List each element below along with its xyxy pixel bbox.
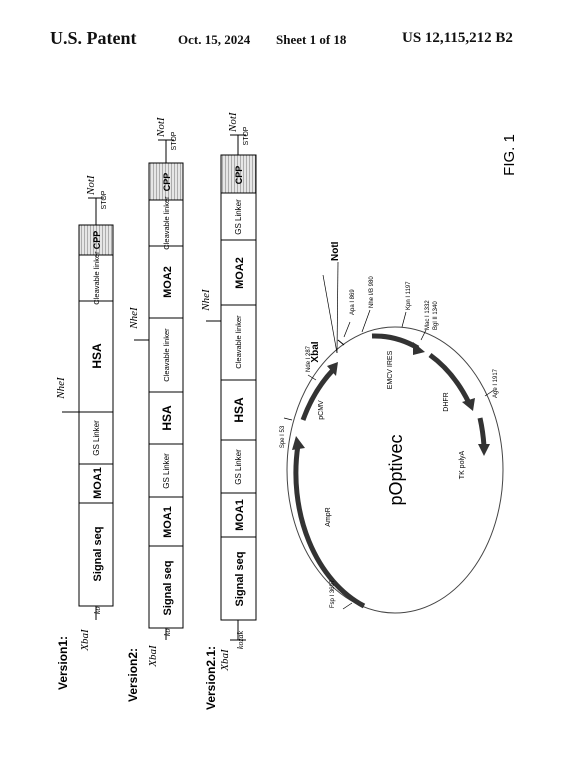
stop-v2-1: STOP [243,126,250,145]
cleavable-linker-v2b: Cleavable linker [162,196,171,250]
xbai-site-v2-1: XbaI [219,648,231,672]
mac-site: Mac I 1332 [425,300,431,330]
plasmid-circle [286,326,504,614]
noti-site-plasmid: NotI [330,241,341,261]
tkpolya-arrowhead [478,444,490,456]
signal-seq-v2-1: Signal seq [234,551,246,606]
nhei-site-v1: NheI [55,376,67,400]
figure-label: FIG. 1 [501,134,518,176]
gs-linker-v2-1b: GS Linker [234,199,243,235]
noti-site-v1: NotI [85,174,97,196]
tkpolya-arrow [477,417,487,447]
gs-linker-v2-1a: GS Linker [234,449,243,485]
stop-v1: STOP [101,190,108,209]
tkpolya-label: TK polyA [459,450,466,479]
nhe-site: Nhe I/B 980 [369,276,375,308]
ampr-arrow [293,444,366,609]
ampr-label: AmpR [325,507,332,526]
nhei-site-v2: NheI [128,306,140,330]
sheet-number: Sheet 1 of 18 [276,32,347,47]
fsp-site: Fsp I 3697 [330,579,336,608]
dhfr-label: DHFR [443,392,450,411]
kozak-v2-1: kozak [236,630,245,649]
spe-site: Spe I 53 [280,425,286,448]
version-2-label: Version2: [126,648,140,702]
xbai-site-v1: XbaI [79,628,91,652]
gs-linker-v2: GS Linker [162,453,171,489]
patent-number: US 12,115,212 B2 [402,30,513,46]
pcmv-arrowhead [327,362,338,376]
noti-site-v2: NotI [155,116,167,138]
cleavable-linker-v1: Cleavable linker [92,251,101,305]
cpp-v2-1: CPP [234,166,244,185]
cpp-v2: CPP [162,173,172,192]
moa2-v2: MOA2 [162,266,174,298]
pcmv-label: pCMV [318,400,325,420]
moa2-v2-1: MOA2 [234,257,246,289]
apa-site: Apa I 869 [350,289,356,315]
signal-seq-v2: Signal seq [162,560,174,615]
cleavable-linker-v2a: Cleavable linker [162,328,171,382]
hsa-v1: HSA [90,343,104,369]
noti-site-v2-1: NotI [227,111,239,133]
stop-v2: STOP [171,131,178,150]
cpp-segment-v1 [78,224,114,256]
construct-version-2-1: XbaI kozak Signal seq MOA1 GS Linker HSA… [200,111,257,672]
signal-seq-v1: Signal seq [92,526,104,581]
patent-date: Oct. 15, 2024 [178,32,251,47]
moa1-v2: MOA1 [162,506,174,538]
cleavable-linker-v2-1: Cleavable linker [234,315,243,369]
kpn-site: Kpn I 1197 [406,281,412,310]
hsa-v2: HSA [160,405,174,431]
construct-version-1: XbaI kozak Signal seq MOA1 GS Linker HSA… [55,174,114,652]
xbai-site-plasmid: XbaI [310,341,321,362]
bgl-site: Bgl II 1340 [433,301,439,330]
emcv-label: EMCV IRES [387,350,394,389]
version-1-label: Version1: [56,636,70,690]
emcv-arrow [371,333,420,351]
nde-site: Nde I 287 [306,345,312,372]
xbai-site-v2: XbaI [147,644,159,668]
plasmid-map: pOptivec pCMV EMCV IRES DHFR TK polyA Am… [280,241,504,614]
plasmid-name: pOptivec [386,434,406,505]
ampr-arrowhead [292,436,305,450]
age-site: Age I 1917 [493,368,499,398]
cpp-segment-v2 [148,162,184,201]
cpp-v1: CPP [92,231,102,250]
emcv-arrowhead [413,342,425,355]
moa1-v1: MOA1 [92,467,104,499]
dhfr-arrowhead [462,398,475,411]
patent-title: U.S. Patent [50,28,137,48]
construct-version-2: XbaI kozak Signal seq MOA1 GS Linker HSA… [128,116,184,668]
gs-linker-v1: GS Linker [92,420,101,456]
nhei-site-v2-1: NheI [200,288,212,312]
hsa-v2-1: HSA [232,397,246,423]
version-2-1-label: Version2.1: [204,646,218,710]
cpp-segment-v2-1 [220,154,257,194]
moa1-v2-1: MOA1 [234,499,246,531]
dhfr-arrow [428,352,472,405]
pcmv-arrow [300,368,335,421]
